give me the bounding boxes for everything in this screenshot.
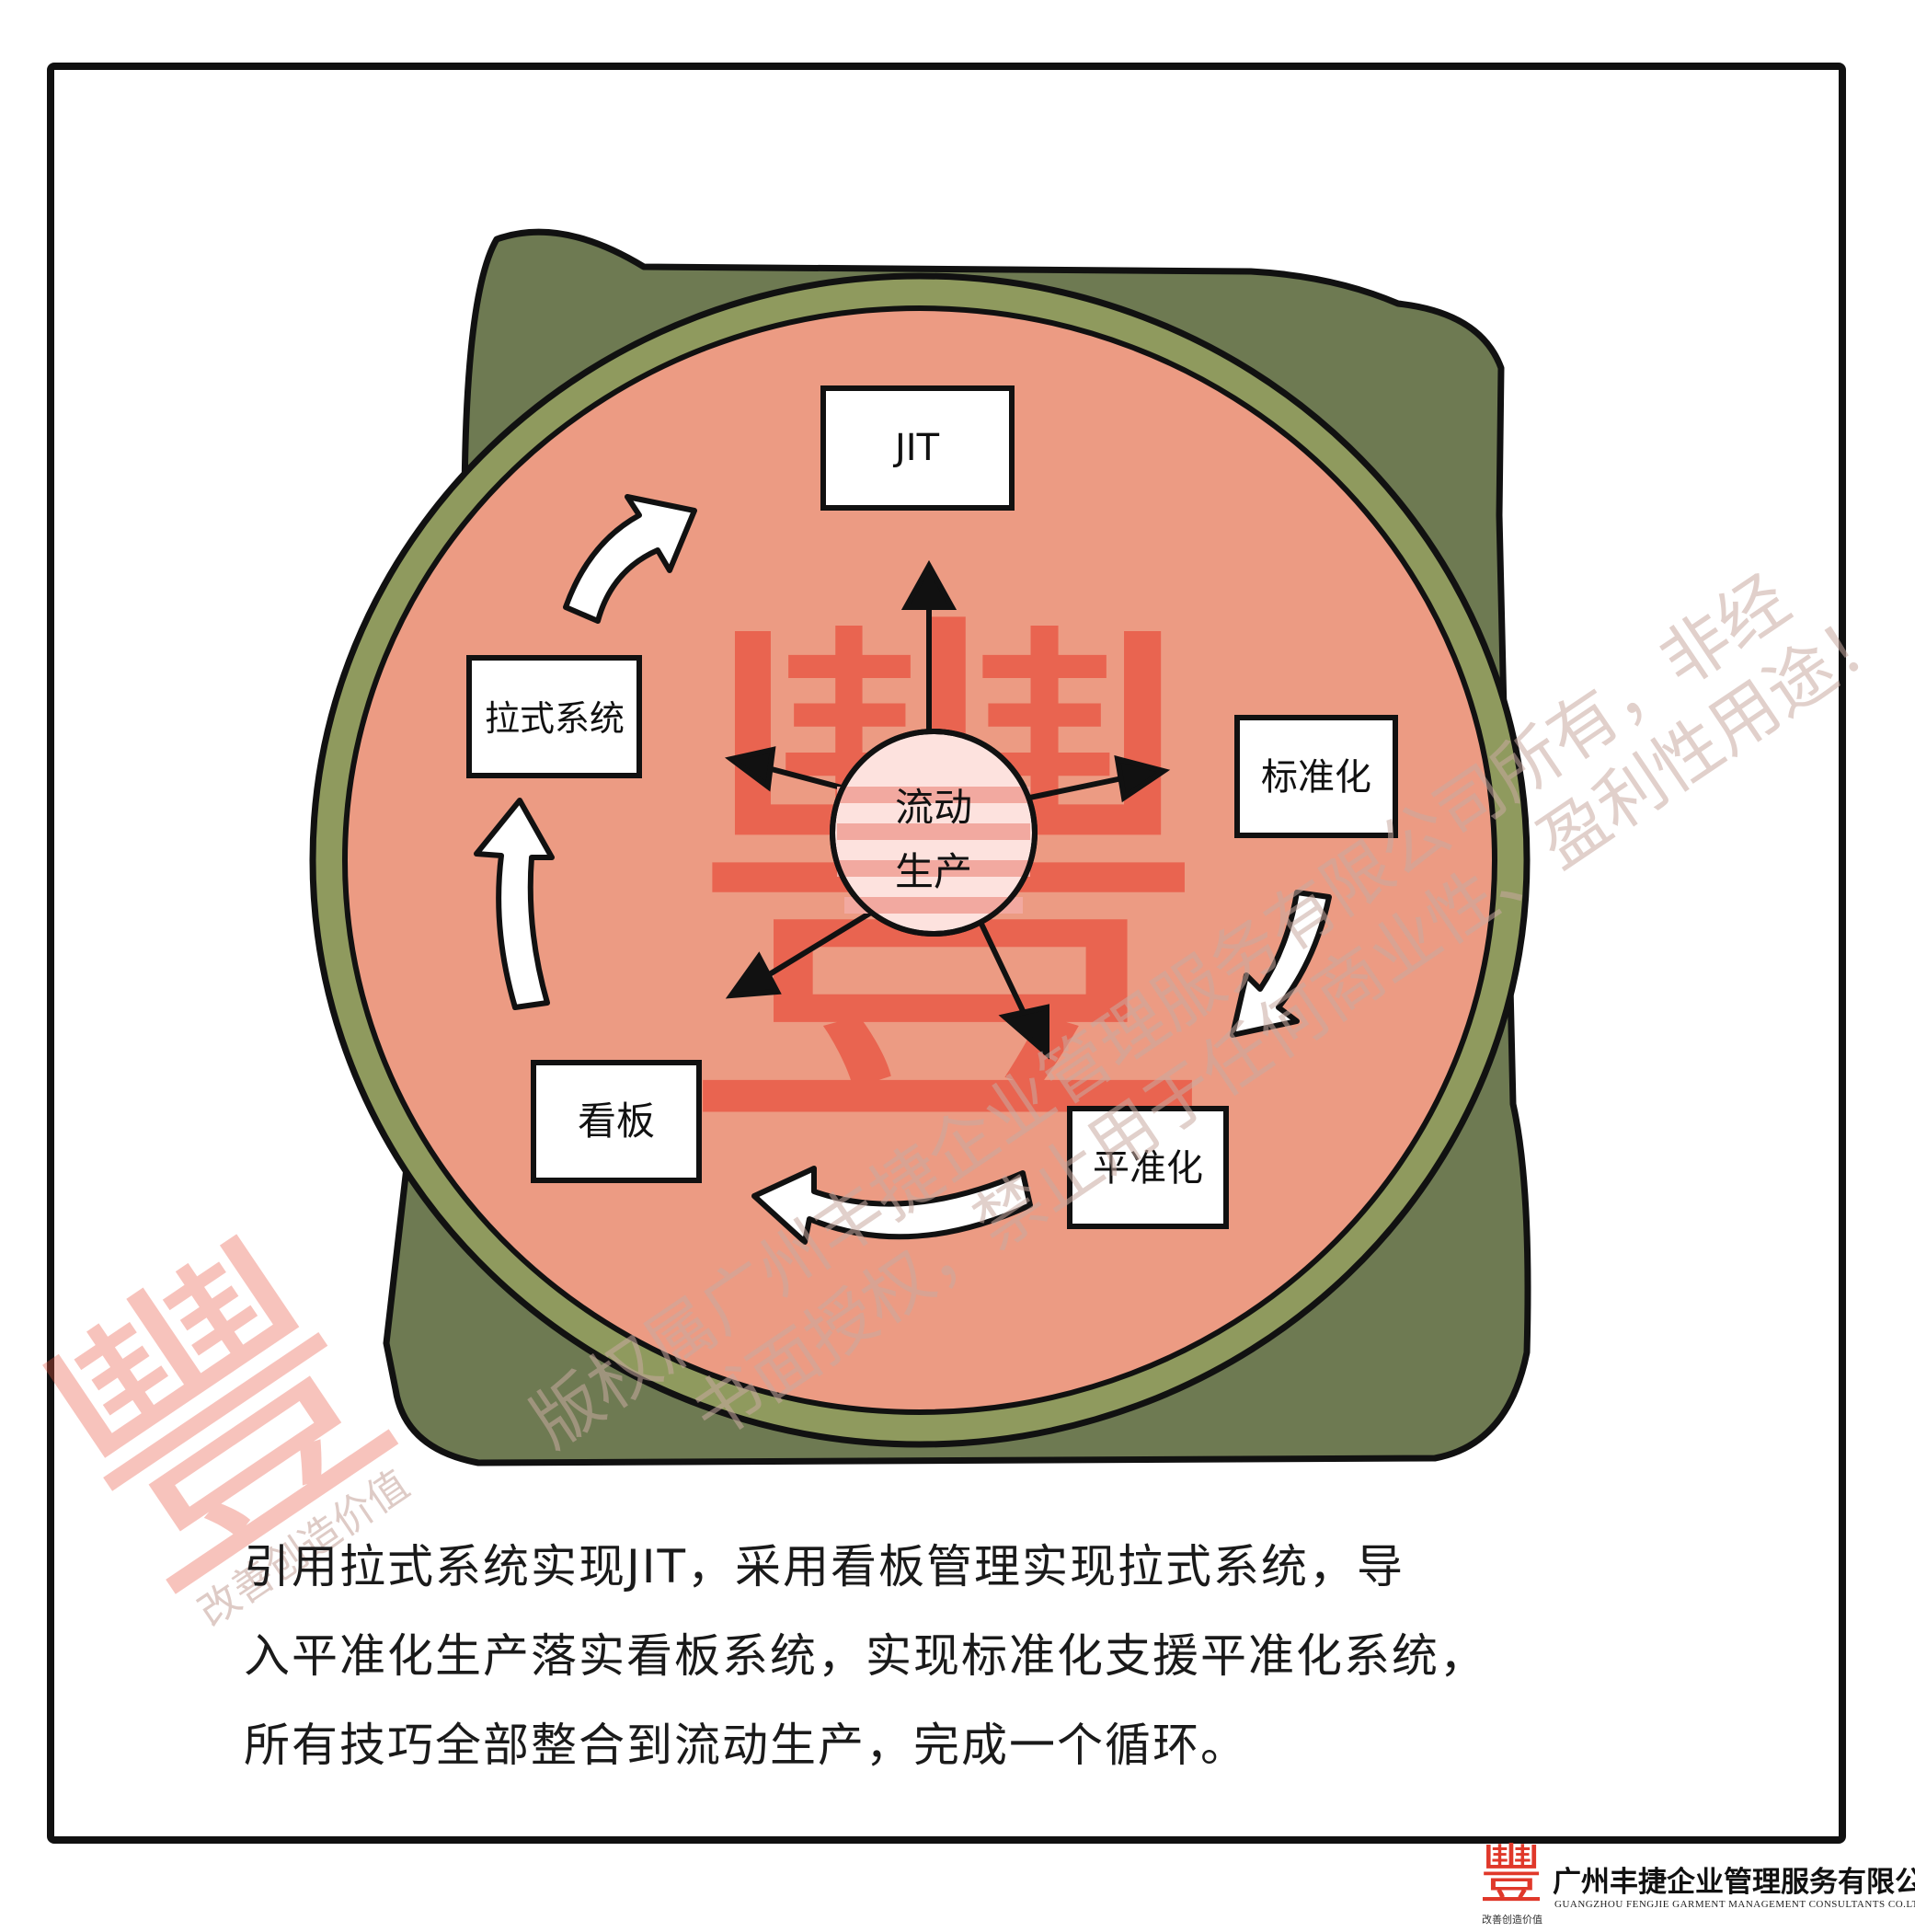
arrow-head-up — [900, 559, 958, 610]
arrow-head-left — [724, 746, 776, 792]
node-kanban-label: 看板 — [578, 1098, 655, 1144]
node-leveling-label: 平准化 — [1093, 1147, 1203, 1190]
cycle-arrows — [474, 494, 1332, 1245]
center-node-label-1: 流动 — [895, 785, 972, 830]
cycle-arrow-standard-to-leveling — [1230, 890, 1332, 1038]
cycle-arrow-leveling-to-kanban — [751, 1166, 1033, 1245]
arrow-head-right — [1114, 754, 1171, 803]
caption-line-1: 引用拉式系统实现JIT，采用看板管理实现拉式系统，导 — [244, 1540, 1405, 1593]
radial-arrows — [724, 559, 1171, 1060]
arrow-head-lower-left — [725, 951, 782, 999]
node-standardization-label: 标准化 — [1261, 756, 1371, 799]
center-node: 流动 生产 — [830, 729, 1038, 937]
cycle-arrow-pull-to-jit — [563, 494, 697, 624]
arrow-head-lower-right — [998, 1004, 1049, 1060]
node-leveling: 平准化 — [1067, 1106, 1229, 1229]
center-node-label-2: 生产 — [895, 849, 972, 894]
node-standardization: 标准化 — [1234, 715, 1398, 838]
cycle-arrow-kanban-to-pull — [474, 798, 555, 1010]
footer-logo: 豐 — [1479, 1837, 1543, 1913]
footer-company-name: 广州丰捷企业管理服务有限公司 — [1553, 1866, 1915, 1899]
caption-line-2: 入平准化生产落实看板系统，实现标准化支援平准化系统， — [244, 1629, 1487, 1683]
node-pull-system: 拉式系统 — [466, 655, 642, 778]
node-jit: JIT — [820, 385, 1015, 511]
node-kanban: 看板 — [531, 1060, 702, 1183]
caption-line-3: 所有技巧全部整合到流动生产，完成一个循环。 — [244, 1719, 1248, 1772]
footer-slogan: 改善创造价值 — [1482, 1914, 1542, 1926]
footer-company-name-en: GUANGZHOU FENGJIE GARMENT MANAGEMENT CON… — [1554, 1899, 1915, 1910]
caption-text: 引用拉式系统实现JIT，采用看板管理实现拉式系统，导 入平准化生产落实看板系统，… — [244, 1523, 1642, 1790]
node-jit-label: JIT — [892, 427, 940, 469]
node-pull-system-label: 拉式系统 — [485, 698, 625, 739]
